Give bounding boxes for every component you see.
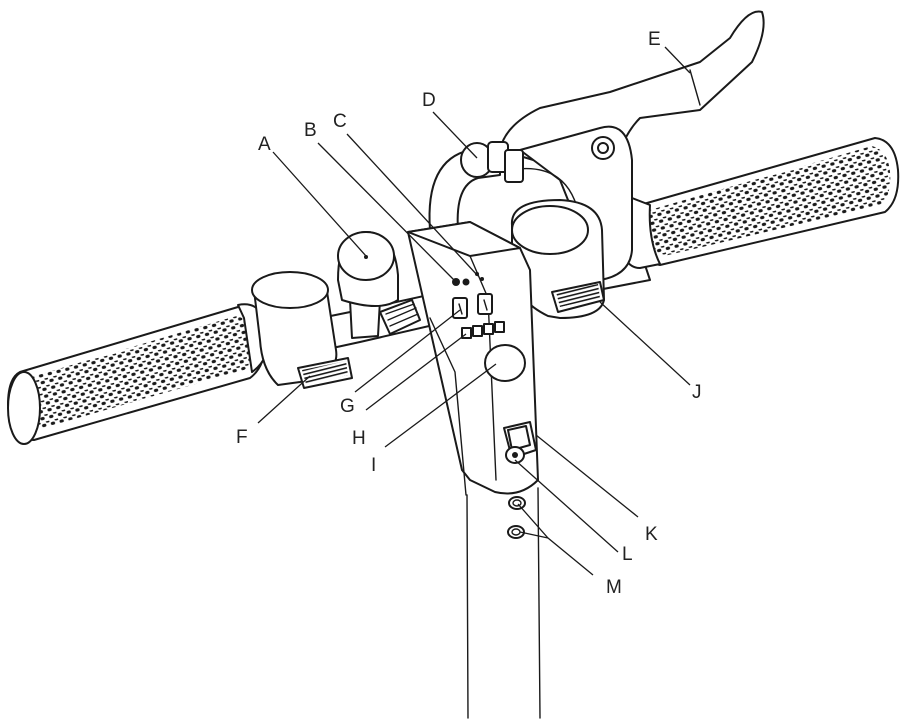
label-g: G (340, 396, 355, 417)
label-k: K (645, 524, 658, 545)
display-housing (407, 221, 539, 496)
stem (466, 487, 541, 719)
right-grip (619, 137, 900, 269)
left-clamp (251, 271, 353, 389)
bell (337, 231, 421, 339)
label-h: H (352, 428, 366, 449)
label-a: A (258, 134, 271, 155)
label-j: J (692, 382, 702, 403)
right-clamp (510, 199, 605, 319)
leader-lines (257, 46, 691, 576)
label-l: L (622, 544, 633, 565)
callout-labels: A B C D E F G H I J K L M (236, 29, 702, 598)
label-b: B (304, 120, 317, 141)
label-d: D (422, 90, 436, 111)
label-c: C (333, 111, 347, 132)
side-controls (503, 421, 537, 539)
label-m: M (606, 577, 622, 598)
label-e: E (648, 29, 661, 50)
label-i: I (371, 455, 376, 476)
left-grip (7, 303, 270, 445)
brake-adjuster (460, 141, 524, 183)
label-f: F (236, 427, 248, 448)
